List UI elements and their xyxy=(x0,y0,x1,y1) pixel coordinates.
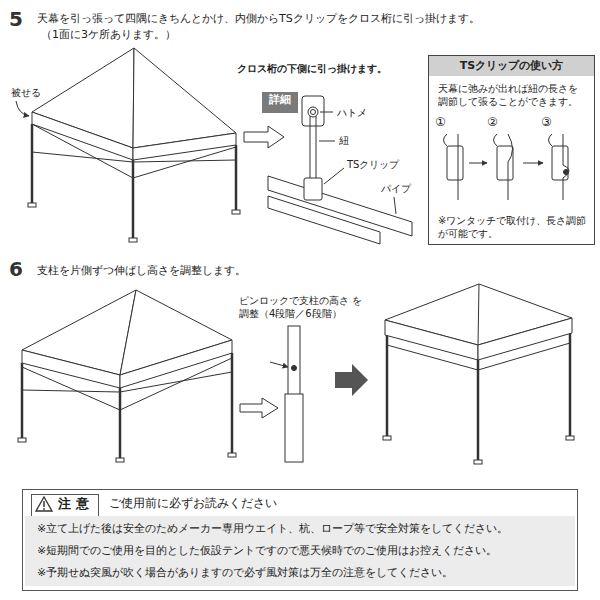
clip-hook xyxy=(549,134,553,146)
canopy-valance xyxy=(120,340,232,388)
tent-foot xyxy=(474,460,482,464)
callout-label: 被せる xyxy=(10,86,42,99)
cover-arrow xyxy=(16,101,29,116)
callout-label: ピンロックで支柱の高さ を調整（4段階／6段階） xyxy=(238,294,372,320)
panel-note: ※ワンタッチで取付け、長さ調節 が可能です。 xyxy=(438,214,590,240)
caution-subtitle: ご使用前に必ずお読みください xyxy=(109,496,409,512)
detail-tag: 詳細 xyxy=(262,92,298,113)
scissor-bar xyxy=(22,390,120,392)
string xyxy=(508,134,513,200)
string xyxy=(310,116,316,182)
tent-foot xyxy=(566,436,574,440)
leader-line xyxy=(319,141,335,142)
canopy-tab xyxy=(302,96,324,126)
tent-foot xyxy=(383,436,391,440)
step-text: 支柱を片側ずつ伸ばし高さを調整します。 xyxy=(36,264,247,278)
step-arrow xyxy=(523,163,543,164)
tent-foot xyxy=(116,458,124,462)
tent-leg xyxy=(31,124,34,205)
step-number: 5 xyxy=(8,6,24,32)
canopy-seam xyxy=(478,284,479,345)
part-label: TSクリップ xyxy=(346,158,400,171)
warning-triangle xyxy=(36,497,52,511)
tent-foot xyxy=(228,453,236,457)
canopy-valance xyxy=(22,350,120,388)
tent-leg xyxy=(569,333,572,438)
tent-foot xyxy=(18,438,26,442)
tent-step5 xyxy=(16,48,284,242)
part-label: 紐 xyxy=(338,134,350,147)
next-arrow xyxy=(335,364,368,396)
tent-step6-right xyxy=(383,284,574,464)
canopy-valance xyxy=(385,320,478,360)
callout-number: ① xyxy=(434,115,447,131)
pointer-arrow xyxy=(270,362,288,367)
canopy-valance xyxy=(478,318,572,360)
string xyxy=(458,134,459,200)
detail-arrow xyxy=(240,398,278,418)
leader-line xyxy=(324,168,344,184)
warning-icon xyxy=(36,497,52,511)
pin-lock-detail xyxy=(270,326,303,462)
canopy-roof xyxy=(133,48,236,148)
canopy-valance xyxy=(32,112,133,160)
ts-clip xyxy=(552,146,568,180)
outer-pole xyxy=(285,394,303,462)
scissor-bar xyxy=(133,160,236,162)
warning-mark xyxy=(43,508,45,510)
caution-note: ※短期間でのご使用を目的とした仮設テントですので悪天候時でのご使用はお控えくださ… xyxy=(37,544,567,558)
ts-clip xyxy=(497,146,513,180)
caution-tag: 注 意 xyxy=(31,494,99,518)
tent-leg xyxy=(386,335,389,438)
warning-mark xyxy=(43,501,45,507)
grommet xyxy=(311,110,316,115)
clip-hook xyxy=(444,134,448,146)
tent-leg xyxy=(21,363,24,440)
tent-foot xyxy=(129,238,137,242)
leader-line xyxy=(394,197,396,214)
callout-number: ② xyxy=(486,115,499,131)
clip-detail xyxy=(268,96,412,244)
step-number: 6 xyxy=(8,256,24,282)
tent-leg xyxy=(231,353,234,455)
callout-label: クロス桁の下側に引っ掛けます。 xyxy=(236,62,388,75)
tent-foot xyxy=(232,210,240,214)
pin-hole xyxy=(292,366,297,371)
caution-note: ※予期せぬ突風が吹く場合がありますので必ず風対策は万全の注意をしてください。 xyxy=(37,566,567,580)
string xyxy=(563,134,569,200)
step-text: 天幕を引っ張って四隅にきちんとかけ、内側からTSクリップをクロス桁に引っ掛けます… xyxy=(36,12,481,26)
canopy-valance xyxy=(133,133,236,160)
tent-leg xyxy=(119,388,122,460)
panel-body: 天幕に弛みが出れば紐の長さを 調節して張ることができます。 xyxy=(438,82,588,108)
string-knot xyxy=(564,170,569,175)
tent-leg xyxy=(132,160,135,240)
step-text: （1面に3ケ所あります。） xyxy=(40,28,177,42)
step-arrow xyxy=(469,163,487,164)
clip-usage-steps xyxy=(444,134,570,200)
leader-line xyxy=(320,112,333,113)
caution-title: 注 意 xyxy=(58,496,98,513)
detail-arrow xyxy=(244,126,284,148)
clip-hook xyxy=(494,134,498,146)
ts-clip xyxy=(304,178,322,200)
part-label: ハトメ xyxy=(336,106,368,119)
inner-pole xyxy=(288,326,300,396)
panel-heading: TSクリップの使い方 xyxy=(429,56,594,76)
ts-clip xyxy=(447,146,463,180)
part-label: パイプ xyxy=(380,182,412,195)
tent-foot xyxy=(28,203,36,207)
tent-leg xyxy=(477,360,480,462)
caution-note: ※立て上げた後は安全のためメーカー専用ウエイト、杭、ロープ等で安全対策をしてくだ… xyxy=(37,522,567,536)
caution-body: ※立て上げた後は安全のためメーカー専用ウエイト、杭、ロープ等で安全対策をしてくだ… xyxy=(25,516,575,586)
grommet xyxy=(308,107,318,117)
callout-number: ③ xyxy=(540,115,553,131)
pipe xyxy=(268,196,380,244)
usage-panel: TSクリップの使い方天幕に弛みが出れば紐の長さを 調節して張ることができます。 ※… xyxy=(428,55,595,245)
node-text: 詳細 xyxy=(262,93,298,107)
caution-frame: 注 意 ※立て上げた後は安全のためメーカー専用ウエイト、杭、ロープ等で安全対策をし… xyxy=(22,489,578,591)
tent-leg xyxy=(235,145,238,212)
